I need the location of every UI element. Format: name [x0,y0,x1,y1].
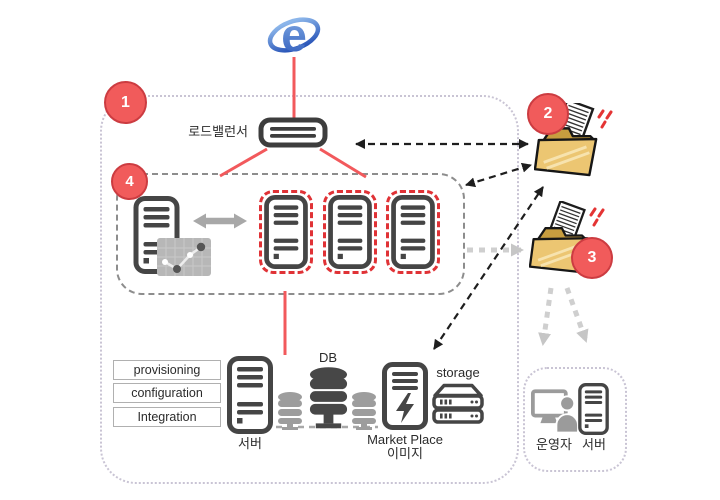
link-lb-group-right [319,147,367,179]
arrow-folder3-opserver [564,287,589,343]
badge-3: 3 [571,237,613,279]
marketplace-label: Market Place [367,432,443,447]
scaled-server-3 [386,190,440,274]
database-replica-icon [352,392,376,430]
load-balancer-label: 로드밸런서 [188,124,248,139]
storage-icon [432,383,484,424]
arrow-marketplace-folder2 [433,186,544,350]
scaled-server-2 [323,190,377,274]
group-operator [523,367,627,472]
monitoring-chart-icon [157,238,211,276]
server-icon [264,195,308,269]
arrow-group4-folder2 [465,162,532,188]
arrow-folder3-operator [538,287,554,346]
sparkle-icon [597,109,613,129]
badge-2: 2 [527,93,569,135]
operator-server-icon [578,383,609,435]
server-label: 서버 [238,436,262,451]
marketplace-label-line2: 이미지 [387,446,423,461]
internet-explorer-icon: e [267,10,321,58]
sync-arrow-icon [193,213,247,229]
server-icon [328,195,372,269]
feature-provisioning: provisioning [113,360,221,380]
link-lb-group-left [219,147,268,178]
feature-configuration: configuration [113,383,221,403]
server-icon [227,356,273,434]
marketplace-server-icon [382,362,428,430]
operator-icon [531,389,578,433]
operator-server-label: 서버 [582,437,606,452]
scaled-server-1 [259,190,313,274]
server-icon [391,195,435,269]
badge-4: 4 [111,163,148,200]
feature-integration: Integration [113,407,221,427]
storage-label: storage [436,365,480,380]
db-label: DB [318,350,338,365]
database-icon [309,367,348,429]
badge-1: 1 [104,81,147,124]
sparkle-icon [589,207,605,227]
svg-text:e: e [281,10,307,58]
load-balancer-icon [258,117,328,148]
operator-label: 운영자 [536,437,572,452]
database-replica-icon [278,392,302,430]
